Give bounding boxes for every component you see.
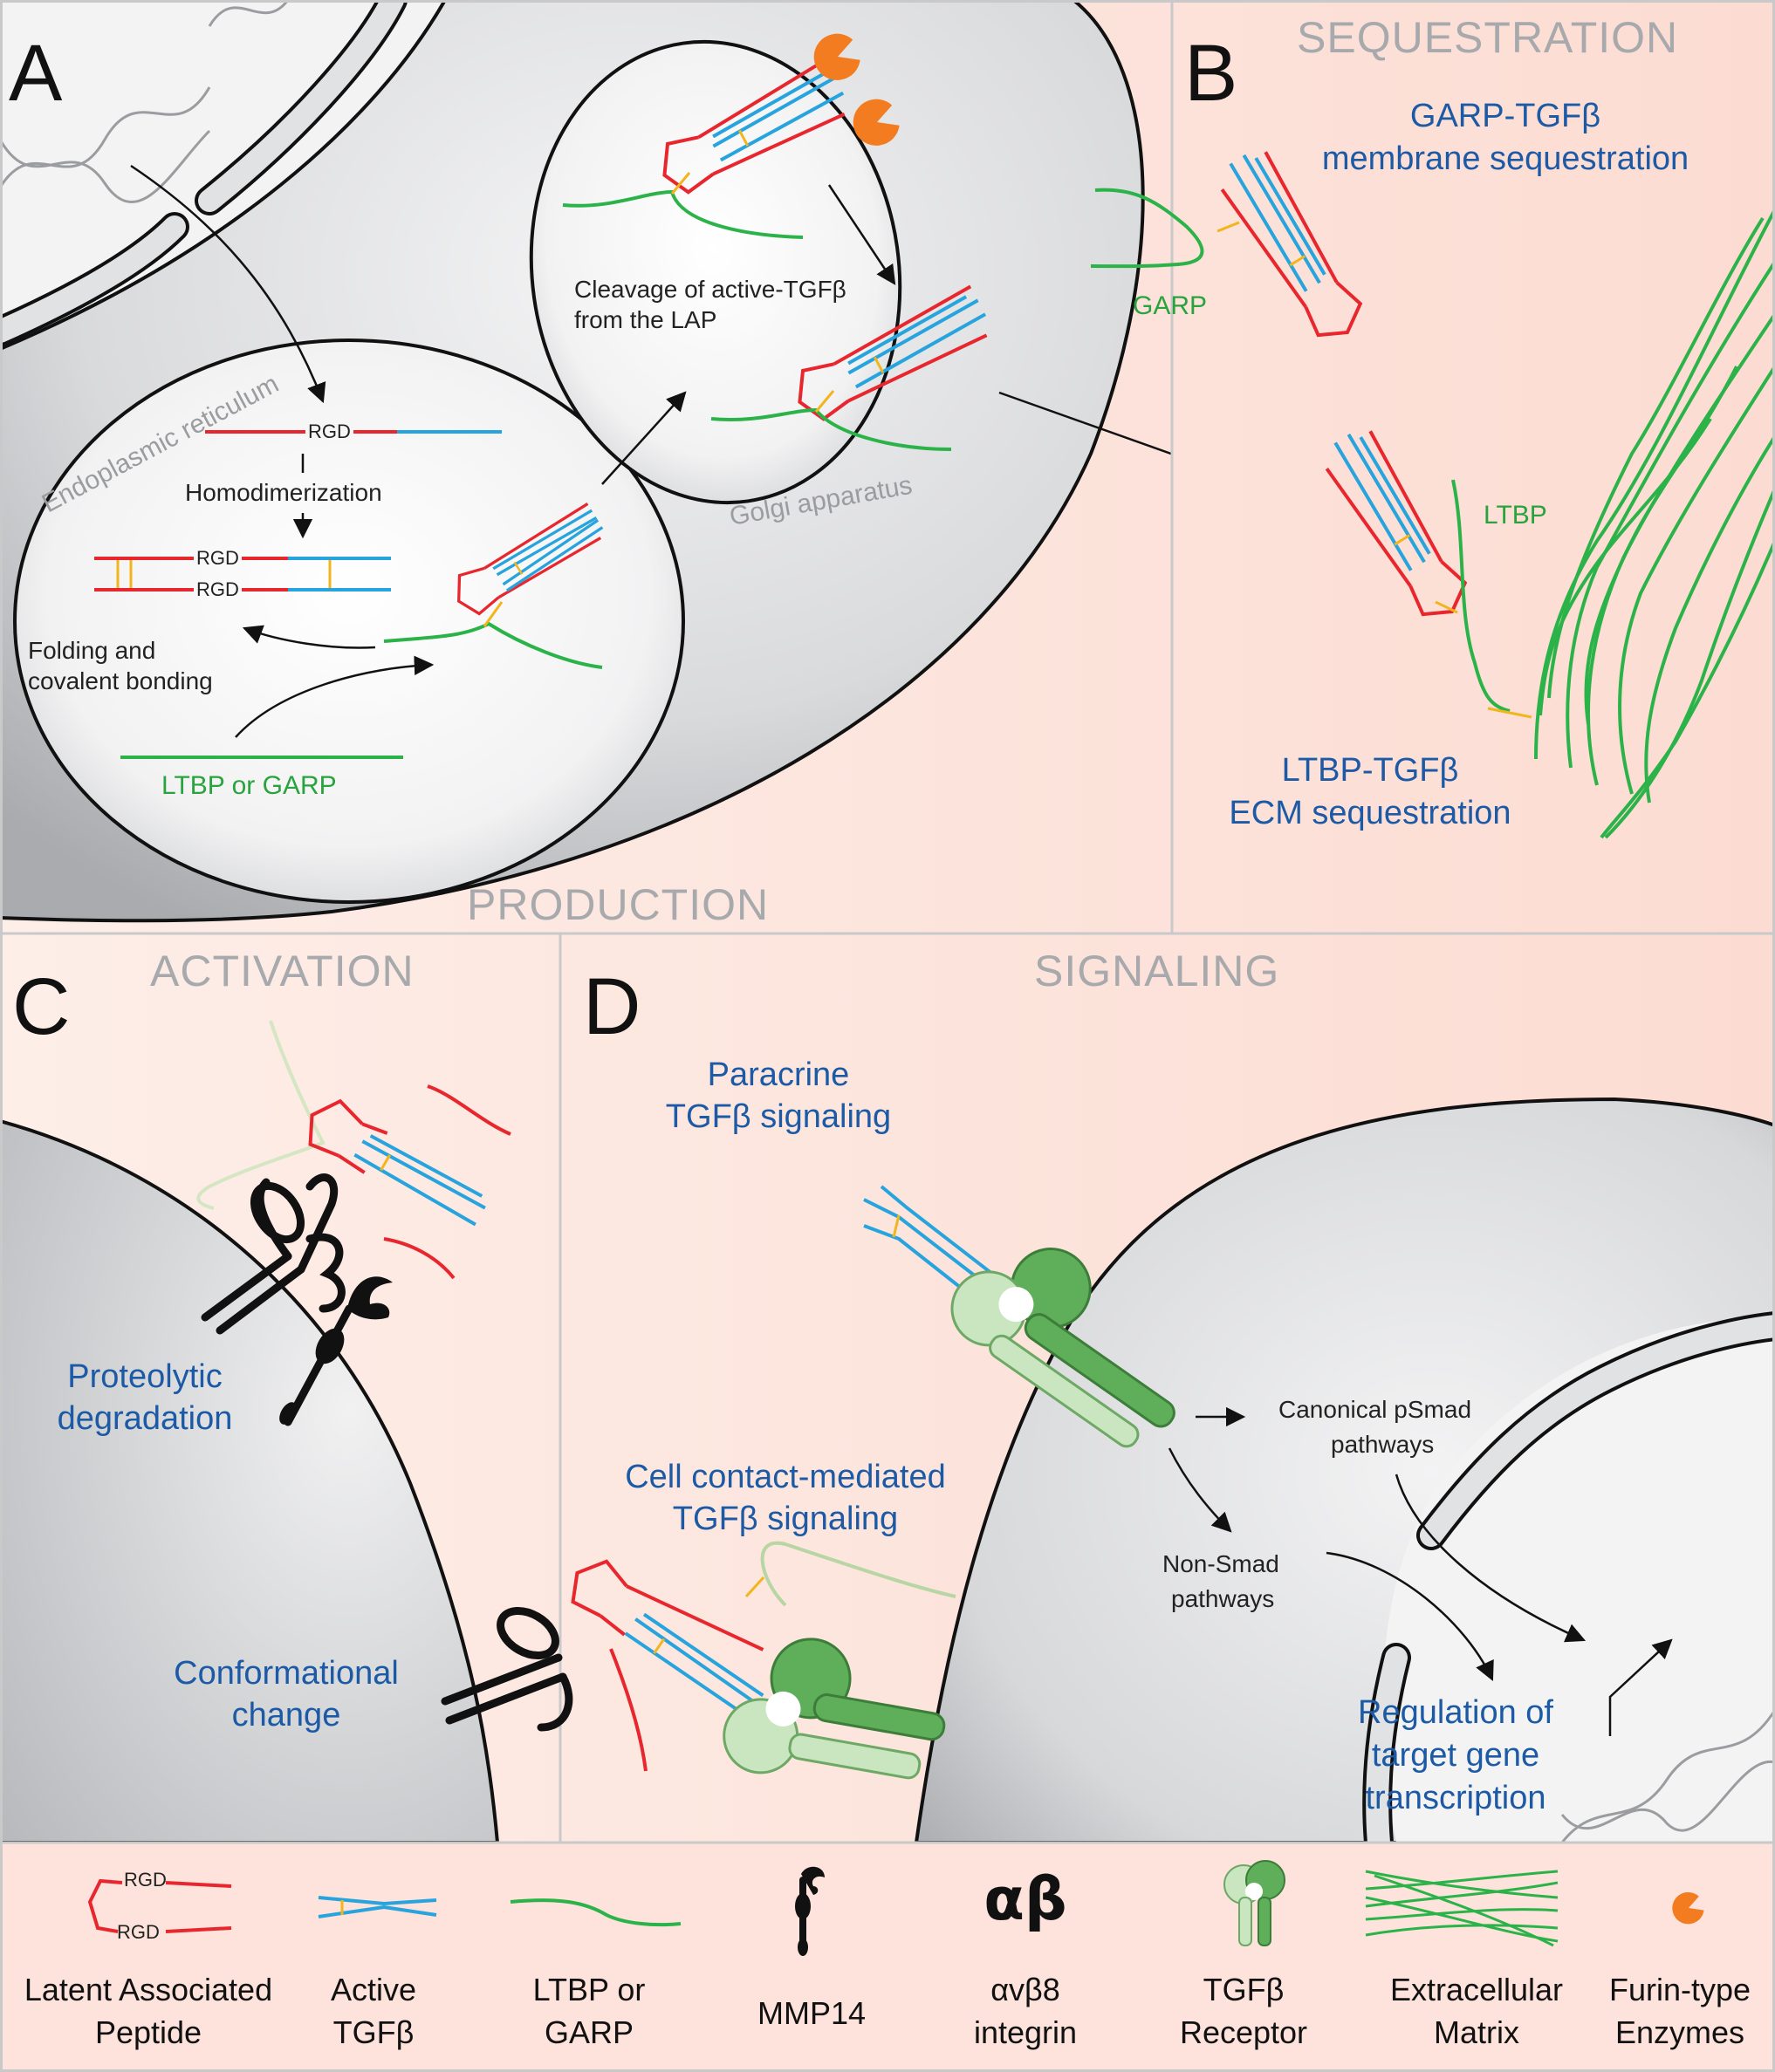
mmp14-icon bbox=[795, 1866, 825, 1956]
mmp14-c bbox=[279, 1276, 393, 1426]
legend-label-line1: Extracellular bbox=[1390, 1972, 1563, 2007]
regulation-line3: transcription bbox=[1366, 1780, 1546, 1816]
legend-label-line1: Furin-type bbox=[1609, 1972, 1751, 2007]
tgfb-dimer: RGD RGD bbox=[94, 547, 391, 600]
nonsmad-line2: pathways bbox=[1171, 1585, 1274, 1612]
latent-complex-er bbox=[457, 503, 604, 616]
garp-label: GARP bbox=[1133, 291, 1207, 320]
nucleus-d bbox=[1382, 1317, 1775, 1843]
panel-d-letter: D bbox=[583, 962, 641, 1051]
legend-label-line1: Latent Associated bbox=[24, 1972, 272, 2007]
panel-d-signaling: SIGNALING Paracrine TGFβ signaling Canon… bbox=[441, 947, 1775, 1843]
contact-line1: Cell contact-mediated bbox=[625, 1459, 946, 1495]
garp-title-line1: GARP-TGFβ bbox=[1410, 98, 1600, 134]
panel-a-heading: PRODUCTION bbox=[467, 880, 769, 929]
arrow-cleavage bbox=[827, 184, 896, 285]
tgfb-receptor-contact bbox=[723, 1638, 946, 1780]
folding-label-line2: covalent bonding bbox=[28, 667, 213, 694]
legend-label-line2: Receptor bbox=[1180, 2014, 1307, 2050]
legend-label-line2: integrin bbox=[974, 2014, 1077, 2050]
conformational-line2: change bbox=[232, 1697, 341, 1734]
legend: RGD RGD αβ bbox=[0, 1841, 1775, 2072]
legend-label-line1: Active bbox=[331, 1972, 416, 2007]
ltbp-title-line1: LTBP-TGFβ bbox=[1282, 752, 1459, 789]
dna-helix-a bbox=[0, 0, 290, 204]
regulation-line1: Regulation of bbox=[1358, 1694, 1553, 1731]
legend-label-line1: αvβ8 bbox=[990, 1972, 1060, 2007]
panel-b-sequestration: SEQUESTRATION GARP-TGFβ membrane sequest… bbox=[1090, 0, 1775, 933]
legend-label-line2: TGFβ bbox=[333, 2014, 415, 2050]
latent-complex-golgi-upper bbox=[662, 58, 846, 195]
garp-title-line2: membrane sequestration bbox=[1322, 140, 1689, 177]
rgd-label: RGD bbox=[308, 421, 351, 442]
latent-complex-activation bbox=[308, 1098, 486, 1227]
target-cell-c bbox=[2, 1119, 500, 1843]
cleavage-label-line2: from the LAP bbox=[574, 306, 716, 333]
rgd-label: RGD bbox=[124, 1869, 167, 1891]
proteolytic-line2: degradation bbox=[58, 1400, 233, 1437]
rgd-label: RGD bbox=[117, 1921, 160, 1943]
panel-c-heading: ACTIVATION bbox=[150, 947, 415, 995]
homodimerization-label: Homodimerization bbox=[185, 479, 382, 506]
integrin-c bbox=[201, 1173, 346, 1335]
panel-a-production: Endoplasmic reticulum Golgi apparatus RG… bbox=[0, 0, 1172, 923]
arrow-translation bbox=[130, 164, 326, 404]
regulation-line2: target gene bbox=[1372, 1737, 1539, 1774]
extracellular-matrix-icon bbox=[1365, 1870, 1559, 1947]
golgi-apparatus bbox=[529, 39, 902, 505]
proteolytic-line1: Proteolytic bbox=[67, 1358, 222, 1395]
arrow-to-golgi bbox=[601, 391, 687, 485]
latent-complex-contact bbox=[571, 1559, 765, 1724]
tgfb-monomer: RGD bbox=[205, 421, 502, 442]
panel-a-letter: A bbox=[9, 29, 63, 118]
latent-associated-peptide-icon: RGD RGD bbox=[87, 1869, 232, 1943]
panel-d-heading: SIGNALING bbox=[1034, 947, 1279, 995]
extracellular-matrix-fibers bbox=[1534, 209, 1775, 839]
integrin-icon: αβ bbox=[983, 1865, 1066, 1934]
panel-b-heading: SEQUESTRATION bbox=[1297, 13, 1678, 62]
ltbp-title-line2: ECM sequestration bbox=[1229, 795, 1511, 831]
legend-label-line1: TGFβ bbox=[1203, 1972, 1285, 2007]
ltbp-or-garp-label: LTBP or GARP bbox=[161, 771, 337, 800]
legend-label-line1: LTBP or bbox=[533, 1972, 646, 2007]
canonical-line1: Canonical pSmad bbox=[1278, 1396, 1471, 1423]
conformational-line1: Conformational bbox=[174, 1655, 399, 1692]
legend-label-line2: GARP bbox=[545, 2014, 634, 2050]
panel-b-letter: B bbox=[1184, 29, 1237, 118]
folding-label-line1: Folding and bbox=[28, 637, 155, 664]
ltbp-tgfb-complex bbox=[1325, 430, 1468, 617]
nonsmad-line1: Non-Smad bbox=[1162, 1550, 1279, 1577]
endoplasmic-reticulum bbox=[13, 338, 685, 904]
paracrine-active-tgfb bbox=[863, 1185, 1005, 1306]
paracrine-line1: Paracrine bbox=[708, 1057, 850, 1093]
latent-complex-golgi-lower bbox=[798, 284, 988, 421]
ltbp-garp-icon bbox=[510, 1898, 682, 1927]
paracrine-line2: TGFβ signaling bbox=[666, 1098, 891, 1135]
legend-label-line1: MMP14 bbox=[757, 1995, 866, 2031]
legend-label-line2: Matrix bbox=[1434, 2014, 1519, 2050]
rgd-label: RGD bbox=[196, 578, 239, 600]
arrow-to-secretion bbox=[998, 391, 1172, 455]
panel-c-letter: C bbox=[12, 962, 70, 1051]
legend-label-line2: Peptide bbox=[95, 2014, 202, 2050]
garp-tgfb-complex bbox=[1220, 151, 1363, 338]
tgfb-receptor-icon bbox=[1223, 1860, 1285, 1946]
ltbp-label: LTBP bbox=[1484, 501, 1547, 530]
rgd-label: RGD bbox=[196, 547, 239, 569]
dna-helix-d bbox=[1560, 1709, 1775, 1843]
cleavage-label-line1: Cleavage of active-TGFβ bbox=[574, 276, 846, 303]
tgfb-receptor-paracrine bbox=[950, 1248, 1175, 1448]
active-tgfb-icon bbox=[318, 1896, 437, 1918]
legend-label-line2: Enzymes bbox=[1615, 2014, 1744, 2050]
panel-c-activation: ACTIVATION bbox=[2, 933, 562, 1843]
canonical-line2: pathways bbox=[1331, 1431, 1434, 1458]
contact-line2: TGFβ signaling bbox=[673, 1501, 898, 1537]
integrin-d bbox=[441, 1606, 573, 1732]
